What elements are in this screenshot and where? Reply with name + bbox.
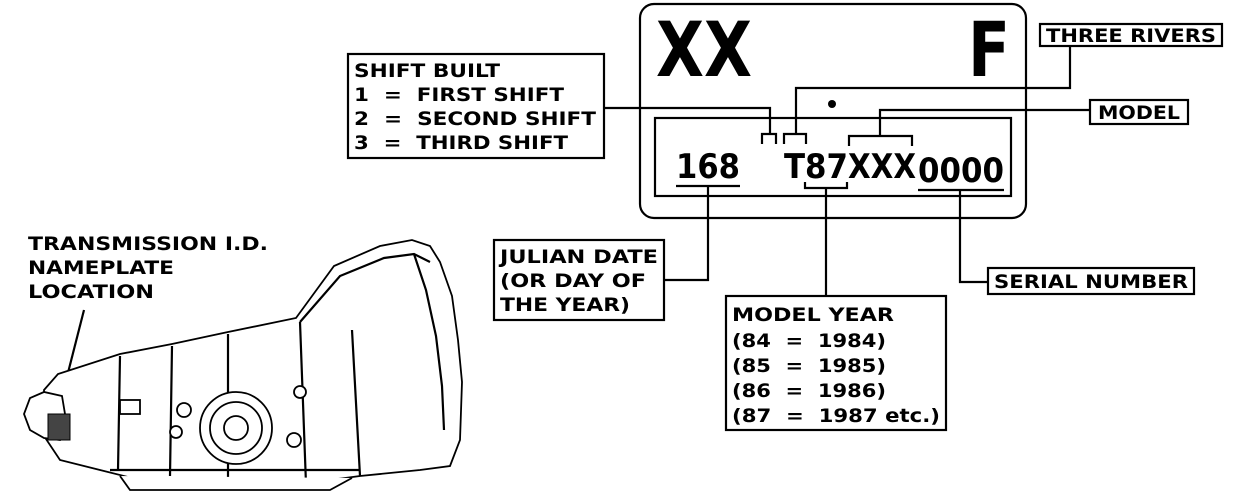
tail-housing-side [412,253,446,431]
three-rivers-box [1038,22,1224,48]
shift-built-box [346,52,606,160]
shift-built-line-3: 3 = THIRD SHIFT [354,132,568,154]
shift-built-line-2: 2 = SECOND SHIFT [354,108,596,130]
model-year-box [724,294,948,432]
serial-leader [958,190,988,284]
three-rivers-label: THREE RIVERS [1046,25,1216,47]
model-label: MODEL [1098,102,1180,124]
julian-date-line-1: JULIAN DATE [498,246,658,268]
model-callout: MODEL [1088,98,1190,126]
location-line-1: TRANSMISSION I.D. [28,233,268,255]
nameplate-shift-year-code: T87 [784,147,848,187]
side-cover-center [223,415,249,441]
julian-date-callout: JULIAN DATE (OR DAY OF THE YEAR) [492,238,666,322]
nameplate-location-marker [47,413,71,441]
nameplate-top-left-code: XX [656,5,752,94]
location-line-3: LOCATION [28,281,154,303]
oil-pan [119,475,353,491]
serial-number-callout: SERIAL NUMBER [986,266,1196,296]
model-year-line-2: (85 = 1985) [732,355,886,377]
model-year-line-3: (86 = 1986) [732,380,886,402]
transmission-illustration [23,239,463,491]
shift-built-callout: SHIFT BUILT 1 = FIRST SHIFT 2 = SECOND S… [346,52,606,160]
location-callout: TRANSMISSION I.D. NAMEPLATE LOCATION [28,233,268,303]
julian-date-line-2: (OR DAY OF [500,270,646,292]
three-rivers-callout: THREE RIVERS [1038,22,1224,48]
nameplate-date-code: 168 [676,147,740,187]
three-rivers-leader [794,44,1072,134]
nameplate-inner-panel [653,116,1013,198]
nameplate: XX F 168 T87 XXX 0000 [638,2,1028,220]
case-bolt [176,402,192,418]
serial-number-label: SERIAL NUMBER [994,271,1188,293]
model-year-title: MODEL YEAR [732,304,894,326]
nameplate-dot [828,100,836,108]
serial-number-box [986,266,1196,296]
model-year-line-4: (87 = 1987 etc.) [732,405,940,427]
shift-built-title: SHIFT BUILT [354,60,500,82]
tail-housing-edge [299,252,431,323]
shift-lever-fitting [119,399,141,415]
nameplate-model-code: XXX [848,147,916,187]
nameplate-serial-code: 0000 [918,151,1004,191]
nameplate-top-right-code: F [968,5,1010,94]
location-line-2: NAMEPLATE [28,257,174,279]
case-bolt [286,432,302,448]
model-leader [878,108,1090,136]
case-bolt [293,385,307,399]
julian-date-box [492,238,666,322]
shift-leader [604,106,772,134]
julian-date-line-3: THE YEAR) [500,294,630,316]
case-bolt [169,425,183,439]
model-box [1088,98,1190,126]
model-year-line-1: (84 = 1984) [732,330,886,352]
model-year-callout: MODEL YEAR (84 = 1984) (85 = 1985) (86 =… [724,294,948,432]
julian-leader [664,186,710,282]
shift-built-line-1: 1 = FIRST SHIFT [354,84,564,106]
